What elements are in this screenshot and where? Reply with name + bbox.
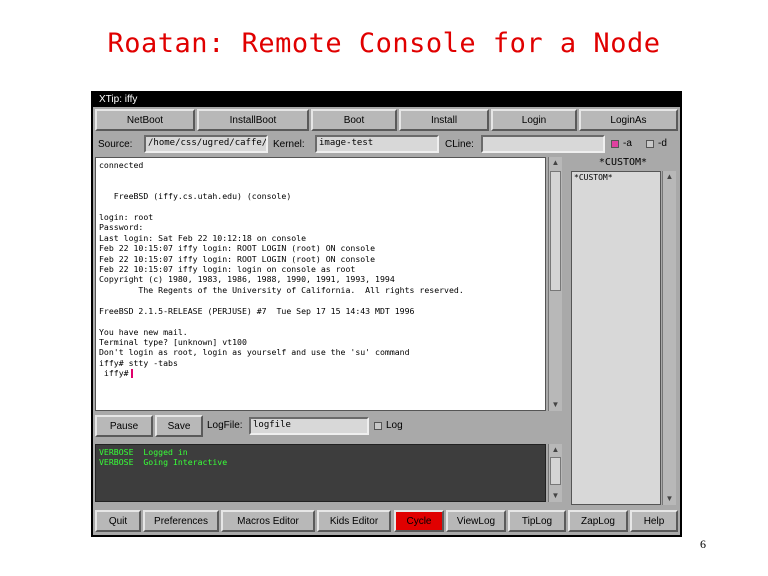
option-d-label: -d (658, 138, 667, 149)
verbose-log-text: VERBOSE Logged in VERBOSE Going Interact… (99, 447, 228, 468)
option-a-label: -a (623, 138, 632, 149)
cline-label: CLine: (445, 139, 474, 150)
option-d-checkbox[interactable] (646, 140, 654, 148)
log-scrollbar[interactable]: ▲ ▼ (548, 444, 562, 502)
log-scroll-down-arrow-icon[interactable]: ▼ (551, 491, 560, 500)
preferences-button[interactable]: Preferences (143, 510, 219, 532)
macro-item[interactable]: *CUSTOM* (574, 173, 613, 182)
macro-scroll-down-arrow-icon[interactable]: ▼ (665, 494, 674, 503)
log-checkbox[interactable] (374, 422, 382, 430)
login-button[interactable]: Login (491, 109, 577, 131)
window-title: XTip: iffy (93, 93, 680, 107)
xtip-window: XTip: iffy NetBoot InstallBoot Boot Inst… (91, 91, 682, 537)
option-a-checkbox[interactable] (611, 140, 619, 148)
kids-editor-button[interactable]: Kids Editor (317, 510, 391, 532)
macros-editor-button[interactable]: Macros Editor (221, 510, 315, 532)
logfile-input[interactable]: logfile (249, 417, 369, 435)
macro-scroll-up-arrow-icon[interactable]: ▲ (665, 172, 674, 181)
scroll-down-arrow-icon[interactable]: ▼ (551, 400, 560, 409)
source-input[interactable]: /home/css/ugred/caffe/d/ir (144, 135, 268, 153)
text-cursor (130, 369, 133, 379)
console-prompt: iffy# (99, 368, 129, 379)
main-panel: NetBoot InstallBoot Boot Install Login L… (93, 107, 680, 535)
viewlog-button[interactable]: ViewLog (446, 510, 506, 532)
bottom-toolbar: Quit Preferences Macros Editor Kids Edit… (93, 507, 680, 535)
kernel-input[interactable]: image-test (315, 135, 439, 153)
cline-input[interactable] (481, 135, 605, 153)
cycle-button[interactable]: Cycle (394, 510, 444, 532)
pause-button[interactable]: Pause (95, 415, 153, 437)
macro-scrollbar[interactable]: ▲ ▼ (662, 171, 676, 505)
logfile-label: LogFile: (207, 420, 243, 431)
source-label: Source: (98, 139, 133, 150)
zaplog-button[interactable]: ZapLog (568, 510, 628, 532)
quit-button[interactable]: Quit (95, 510, 141, 532)
page-number: 6 (700, 537, 706, 551)
kernel-label: Kernel: (273, 139, 305, 150)
console-output[interactable]: connected FreeBSD (iffy.cs.utah.edu) (co… (95, 157, 546, 411)
console-text: connected FreeBSD (iffy.cs.utah.edu) (co… (99, 160, 464, 368)
macro-list-header[interactable]: *CUSTOM* (598, 157, 648, 168)
tiplog-button[interactable]: TipLog (508, 510, 566, 532)
install-button[interactable]: Install (399, 109, 489, 131)
slide-title: Roatan: Remote Console for a Node (107, 28, 661, 59)
save-button[interactable]: Save (155, 415, 203, 437)
help-button[interactable]: Help (630, 510, 678, 532)
console-scrollbar[interactable]: ▲ ▼ (548, 157, 562, 411)
console-scroll-thumb[interactable] (550, 171, 561, 291)
netboot-button[interactable]: NetBoot (95, 109, 195, 131)
macro-list[interactable]: *CUSTOM* (571, 171, 661, 505)
verbose-log[interactable]: VERBOSE Logged in VERBOSE Going Interact… (95, 444, 546, 502)
loginas-button[interactable]: LoginAs (579, 109, 678, 131)
installboot-button[interactable]: InstallBoot (197, 109, 309, 131)
log-scroll-thumb[interactable] (550, 457, 561, 485)
log-scroll-up-arrow-icon[interactable]: ▲ (551, 445, 560, 454)
log-label: Log (386, 420, 403, 431)
scroll-up-arrow-icon[interactable]: ▲ (551, 158, 560, 167)
boot-button[interactable]: Boot (311, 109, 397, 131)
